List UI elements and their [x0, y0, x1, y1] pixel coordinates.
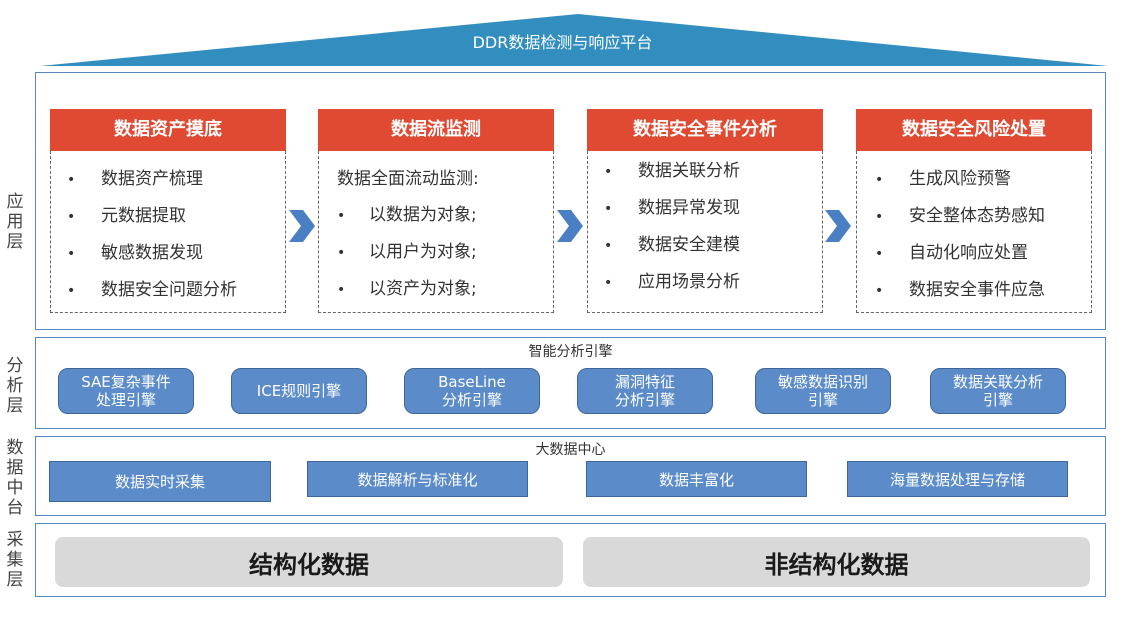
card-body: •生成风险预警 •安全整体态势感知 •自动化响应处置 •数据安全事件应急 [856, 151, 1092, 313]
source-structured: 结构化数据 [55, 537, 563, 587]
app-card-security-event-analysis: 数据安全事件分析 •数据关联分析 •数据异常发现 •数据安全建模 •应用场景分析 [587, 109, 823, 313]
list-item: •数据安全建模 [604, 235, 740, 255]
source-unstructured: 非结构化数据 [583, 537, 1090, 587]
list-item: •以用户为对象; [337, 242, 477, 262]
card-title: 数据安全事件分析 [587, 109, 823, 151]
data-center-title: 大数据中心 [535, 442, 606, 458]
roof-shape [40, 14, 1108, 66]
layer-label-analysis: 分析层 [6, 356, 24, 416]
card-body: •数据关联分析 •数据异常发现 •数据安全建模 •应用场景分析 [587, 151, 823, 313]
engine-sensitive-data: 敏感数据识别引擎 [755, 368, 891, 414]
engine-vulnerability: 漏洞特征分析引擎 [577, 368, 713, 414]
layer-label-data-center: 数据中台 [6, 438, 24, 518]
layer-label-application: 应用层 [6, 192, 24, 252]
card-title: 数据流监测 [318, 109, 554, 151]
analysis-title: 智能分析引擎 [528, 344, 613, 360]
chevron-right-icon [557, 210, 583, 242]
card-title: 数据安全风险处置 [856, 109, 1092, 151]
list-item: •应用场景分析 [604, 272, 740, 292]
app-card-asset-inventory: 数据资产摸底 •数据资产梳理 •元数据提取 •敏感数据发现 •数据安全问题分析 [50, 109, 286, 313]
platform-title: DDR数据检测与响应平台 [472, 33, 653, 52]
chevron-right-icon [825, 210, 851, 242]
card-title: 数据资产摸底 [50, 109, 286, 151]
list-item: •敏感数据发现 [67, 243, 203, 263]
module-realtime-collection: 数据实时采集 [49, 461, 271, 502]
app-card-risk-response: 数据安全风险处置 •生成风险预警 •安全整体态势感知 •自动化响应处置 •数据安… [856, 109, 1092, 313]
module-enrichment: 数据丰富化 [586, 461, 807, 497]
list-item: •安全整体态势感知 [875, 206, 1045, 226]
chevron-right-icon [289, 210, 315, 242]
engine-sae: SAE复杂事件处理引擎 [58, 368, 194, 414]
module-storage: 海量数据处理与存储 [847, 461, 1068, 497]
list-item: •元数据提取 [67, 206, 186, 226]
list-item: •数据异常发现 [604, 198, 740, 218]
layer-label-collection: 采集层 [6, 530, 24, 590]
module-parse-normalize: 数据解析与标准化 [307, 461, 528, 497]
engine-ice: ICE规则引擎 [231, 368, 367, 414]
analysis-layer-panel: 智能分析引擎 [35, 337, 1106, 429]
list-item: •数据资产梳理 [67, 169, 203, 189]
card-body: 数据全面流动监测: •以数据为对象; •以用户为对象; •以资产为对象; [318, 151, 554, 313]
list-item: •自动化响应处置 [875, 243, 1028, 263]
app-card-data-flow-monitoring: 数据流监测 数据全面流动监测: •以数据为对象; •以用户为对象; •以资产为对… [318, 109, 554, 313]
card-body: •数据资产梳理 •元数据提取 •敏感数据发现 •数据安全问题分析 [50, 151, 286, 313]
engine-correlation: 数据关联分析引擎 [930, 368, 1066, 414]
list-item: •以数据为对象; [337, 205, 477, 225]
list-item: •以资产为对象; [337, 279, 477, 299]
list-item: •数据安全事件应急 [875, 280, 1045, 300]
card-lead: 数据全面流动监测: [337, 169, 479, 189]
list-item: •数据关联分析 [604, 161, 740, 181]
list-item: •生成风险预警 [875, 169, 1011, 189]
list-item: •数据安全问题分析 [67, 280, 237, 300]
